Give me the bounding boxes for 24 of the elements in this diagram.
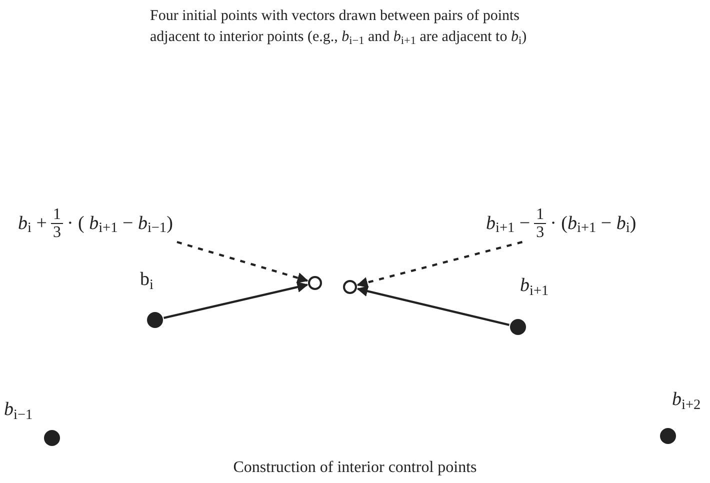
filled-point — [510, 319, 526, 335]
dashed-arrow — [356, 240, 523, 288]
fraction-numerator: 1 — [50, 206, 63, 224]
formula-term: b$_{i+1}$ − — [486, 214, 530, 232]
fraction-denominator: 3 — [52, 224, 61, 240]
open-point — [343, 280, 357, 294]
formula-term: · (b$_{i+1}$ − b$_{i}$) — [550, 214, 636, 232]
point-label: b$_{i+2}$ — [672, 389, 701, 410]
title: Four initial points with vectors drawn between pairs of points adjacent to interior points (e.g., b$_{i−1}$ and b$_{i+1}$ are adjacent to b$_{i}$) — [150, 7, 528, 48]
point-label: b$_{i−1}$ — [4, 399, 33, 420]
formula-term: · ( b$_{i+1}$ − b$_{i−1}$) — [66, 214, 173, 232]
fraction-numerator: 1 — [534, 206, 546, 224]
fraction-denominator: 3 — [536, 224, 544, 240]
arrow — [164, 282, 308, 320]
formula-term: b$_{i}$ + — [18, 214, 47, 232]
caption: Construction of interior control points — [232, 458, 478, 478]
dashed-arrow — [176, 240, 308, 284]
point-label: b$_{i}$ — [140, 269, 154, 290]
filled-point — [44, 430, 60, 446]
point-label: b$_{i+1}$ — [520, 275, 549, 296]
filled-point — [660, 428, 676, 444]
open-point — [308, 276, 322, 290]
filled-point — [147, 312, 163, 328]
arrow — [356, 286, 510, 326]
